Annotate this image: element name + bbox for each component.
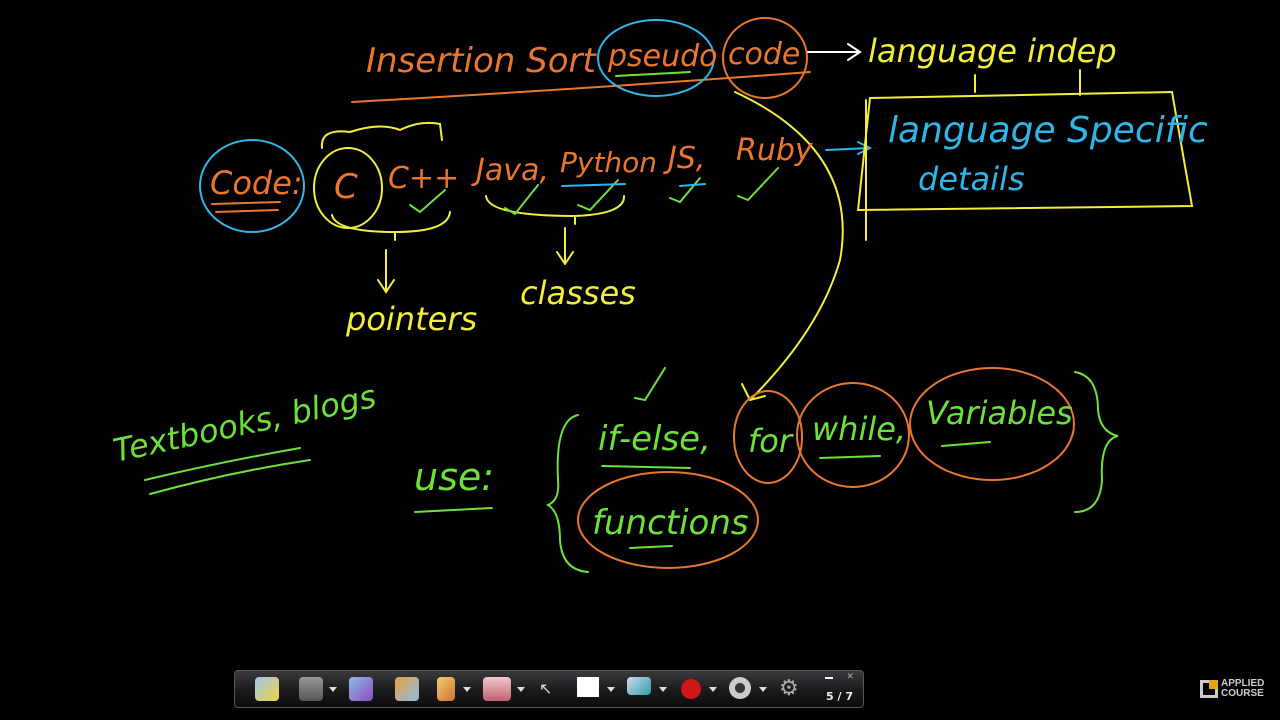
code-text: code (728, 37, 800, 72)
highlighter-icon[interactable] (627, 677, 651, 695)
brace-classes (485, 195, 626, 265)
minimize-button[interactable] (825, 677, 833, 679)
save-icon[interactable] (299, 677, 323, 701)
pen-dropdown[interactable] (463, 687, 471, 692)
code-underline (211, 201, 281, 213)
lang-java: Java, (471, 153, 549, 188)
brace-pointers (331, 211, 451, 294)
page-indicator: 5 / 7 (826, 690, 853, 703)
left-brace (545, 414, 589, 573)
functions-circle (577, 471, 759, 569)
eraser-icon[interactable] (483, 677, 511, 701)
color-picker-icon[interactable] (577, 677, 599, 697)
checkmarks (409, 167, 779, 402)
variables-text: Variables (926, 394, 1073, 432)
use-text: use: (414, 455, 494, 499)
eraser-dropdown[interactable] (517, 687, 525, 692)
while-circle (796, 382, 910, 488)
lang-c: C (334, 167, 358, 207)
curve-arrow (734, 91, 844, 402)
pseudo-text: pseudo (607, 39, 718, 74)
specific-box (856, 90, 1194, 241)
language-indep-text: language indep (868, 32, 1117, 70)
webcam-icon[interactable] (729, 677, 751, 699)
textbooks-text: Textbooks, blogs (110, 377, 380, 470)
new-page-icon[interactable] (255, 677, 279, 701)
logo-line1: APPLIED (1221, 678, 1265, 689)
pseudo-circle (597, 19, 715, 97)
title-underline (351, 71, 811, 103)
lang-cpp: C++ (388, 161, 459, 196)
textbooks-underline (144, 447, 311, 495)
top-brace (320, 121, 443, 149)
right-brace (1074, 371, 1119, 513)
close-button[interactable]: ✕ (846, 672, 854, 682)
applied-course-logo: APPLIED COURSE (1200, 679, 1264, 699)
variables-circle (909, 367, 1075, 481)
code-label-text: Code: (210, 164, 303, 202)
tools-icon[interactable] (395, 677, 419, 701)
for-circle (733, 390, 803, 484)
functions-text: functions (592, 503, 749, 543)
annotation-toolbar: ↖ ⚙ ✕ 5 / 7 (234, 670, 864, 708)
use-underline (414, 507, 493, 513)
code-label-circle (199, 139, 305, 233)
record-icon[interactable] (681, 679, 701, 699)
language-specific-text: language Specific (888, 110, 1208, 151)
underlines-blue (561, 183, 706, 187)
lang-python: Python (560, 146, 657, 179)
code-circle (722, 17, 808, 99)
arrow-to-indep (807, 43, 862, 61)
while-text: while, (812, 410, 906, 448)
color-dropdown[interactable] (607, 687, 615, 692)
logo-text: APPLIED COURSE (1221, 679, 1264, 699)
lang-ruby: Ruby (736, 133, 814, 168)
logo-line2: COURSE (1221, 688, 1264, 699)
record-dropdown[interactable] (709, 687, 717, 692)
save-dropdown[interactable] (329, 687, 337, 692)
for-text: for (748, 422, 794, 460)
if-else-text: if-else, (598, 419, 711, 459)
import-icon[interactable] (349, 677, 373, 701)
highlighter-dropdown[interactable] (659, 687, 667, 692)
classes-text: classes (520, 274, 636, 312)
pen-icon[interactable] (437, 677, 455, 701)
settings-icon[interactable]: ⚙ (779, 676, 799, 701)
underlines-green (601, 71, 991, 549)
arrow-to-specific (825, 141, 873, 155)
title-text: Insertion Sort (366, 41, 597, 81)
pointers-text: pointers (345, 300, 477, 338)
details-text: details (918, 160, 1025, 198)
pointer-icon[interactable]: ↖ (539, 679, 553, 698)
lang-js: JS, (663, 141, 705, 176)
logo-mark-icon (1200, 680, 1218, 698)
webcam-dropdown[interactable] (759, 687, 767, 692)
indep-bracket (974, 69, 1081, 96)
